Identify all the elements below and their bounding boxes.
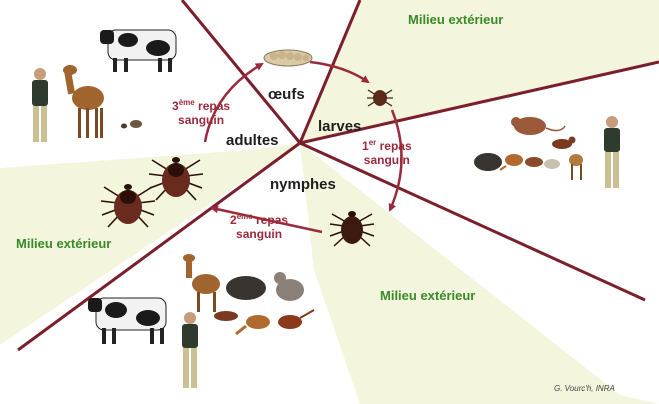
blood-meal-label-second: 2ème repas sanguin: [230, 210, 288, 241]
hedgehog-icon: [226, 276, 266, 300]
blood-meal-label-first: 1er repas sanguin: [362, 136, 412, 167]
person-icon: [182, 312, 198, 388]
stage-label-eggs: œufs: [268, 86, 305, 103]
environment-label-top: Milieu extérieur: [408, 12, 503, 27]
mouse-icon: [511, 117, 565, 135]
blood-meal-label-third: 3ème repas sanguin: [172, 96, 230, 127]
stage-label-nymphs: nymphes: [270, 176, 336, 193]
bird-icon: [544, 159, 560, 169]
stage-label-adults: adultes: [226, 132, 279, 149]
fox-icon: [236, 315, 270, 334]
squirrel-icon: [274, 272, 304, 301]
stage-label-larvae: larves: [318, 118, 361, 135]
environment-label-bottom-right: Milieu extérieur: [380, 288, 475, 303]
person-icon: [604, 116, 620, 188]
person-icon: [32, 68, 48, 142]
pheasant-icon: [278, 310, 314, 329]
image-credit: G. Vourc'h, INRA: [554, 384, 615, 393]
cow-icon: [100, 30, 176, 72]
deer-icon: [63, 65, 104, 138]
bird-icon: [214, 311, 238, 321]
fox-icon: [500, 154, 523, 170]
environment-label-left: Milieu extérieur: [16, 236, 111, 251]
pheasant-icon: [525, 157, 543, 167]
rabbit-icon: [121, 120, 142, 129]
tick-icon: [367, 90, 393, 106]
deer-icon: [183, 254, 220, 312]
deer-icon: [569, 154, 583, 180]
egg-cluster-icon: [264, 50, 312, 66]
hedgehog-icon: [474, 153, 502, 171]
cow-icon: [88, 298, 166, 344]
bird-icon: [552, 137, 576, 150]
